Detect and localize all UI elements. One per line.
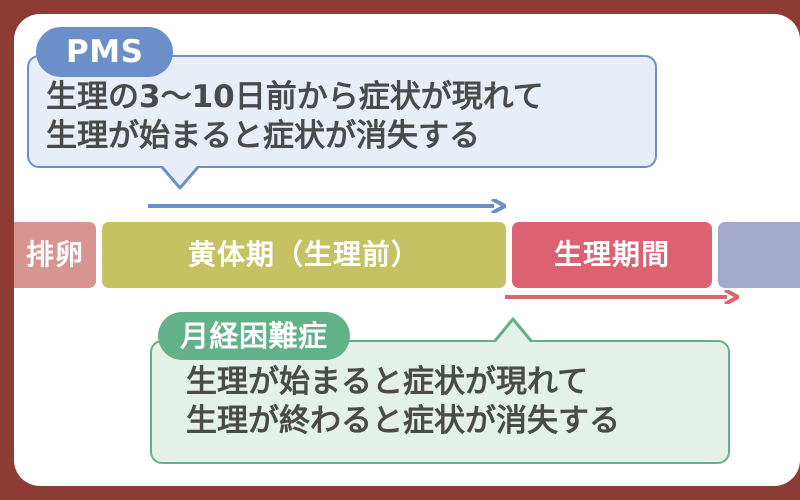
dysmenorrhea-badge: 月経困難症	[158, 312, 350, 360]
timeline-segment-luteal-phase: 黄体期（生理前）	[102, 222, 506, 288]
pms-callout-text: 生理の3〜10日前から症状が現れて 生理が始まると症状が消失する	[46, 79, 544, 154]
pms-badge-label: PMS	[66, 33, 144, 70]
timeline-segment-follicular-phase	[718, 222, 800, 288]
dysmenorrhea-callout-body	[150, 340, 730, 464]
timeline-segment-menstrual-period: 生理期間	[512, 222, 712, 288]
dysmenorrhea-span-arrow	[505, 290, 739, 304]
pms-callout-tail	[161, 166, 201, 192]
timeline-segment-ovulation: 排卵	[14, 222, 96, 288]
dysmenorrhea-callout-text: 生理が始まると症状が現れて 生理が終わると症状が消失する	[186, 364, 620, 439]
dysmenorrhea-badge-label: 月経困難症	[180, 318, 328, 353]
timeline-segment-menstrual-period-label: 生理期間	[553, 238, 670, 271]
timeline-segment-ovulation-label: 排卵	[25, 238, 84, 271]
cycle-timeline: 排卵 黄体期（生理前） 生理期間	[14, 222, 800, 288]
timeline-segment-luteal-phase-label: 黄体期（生理前）	[187, 238, 420, 271]
dysmenorrhea-callout-tail	[492, 316, 534, 342]
pms-badge: PMS	[36, 27, 174, 77]
pms-span-arrow	[148, 199, 506, 213]
